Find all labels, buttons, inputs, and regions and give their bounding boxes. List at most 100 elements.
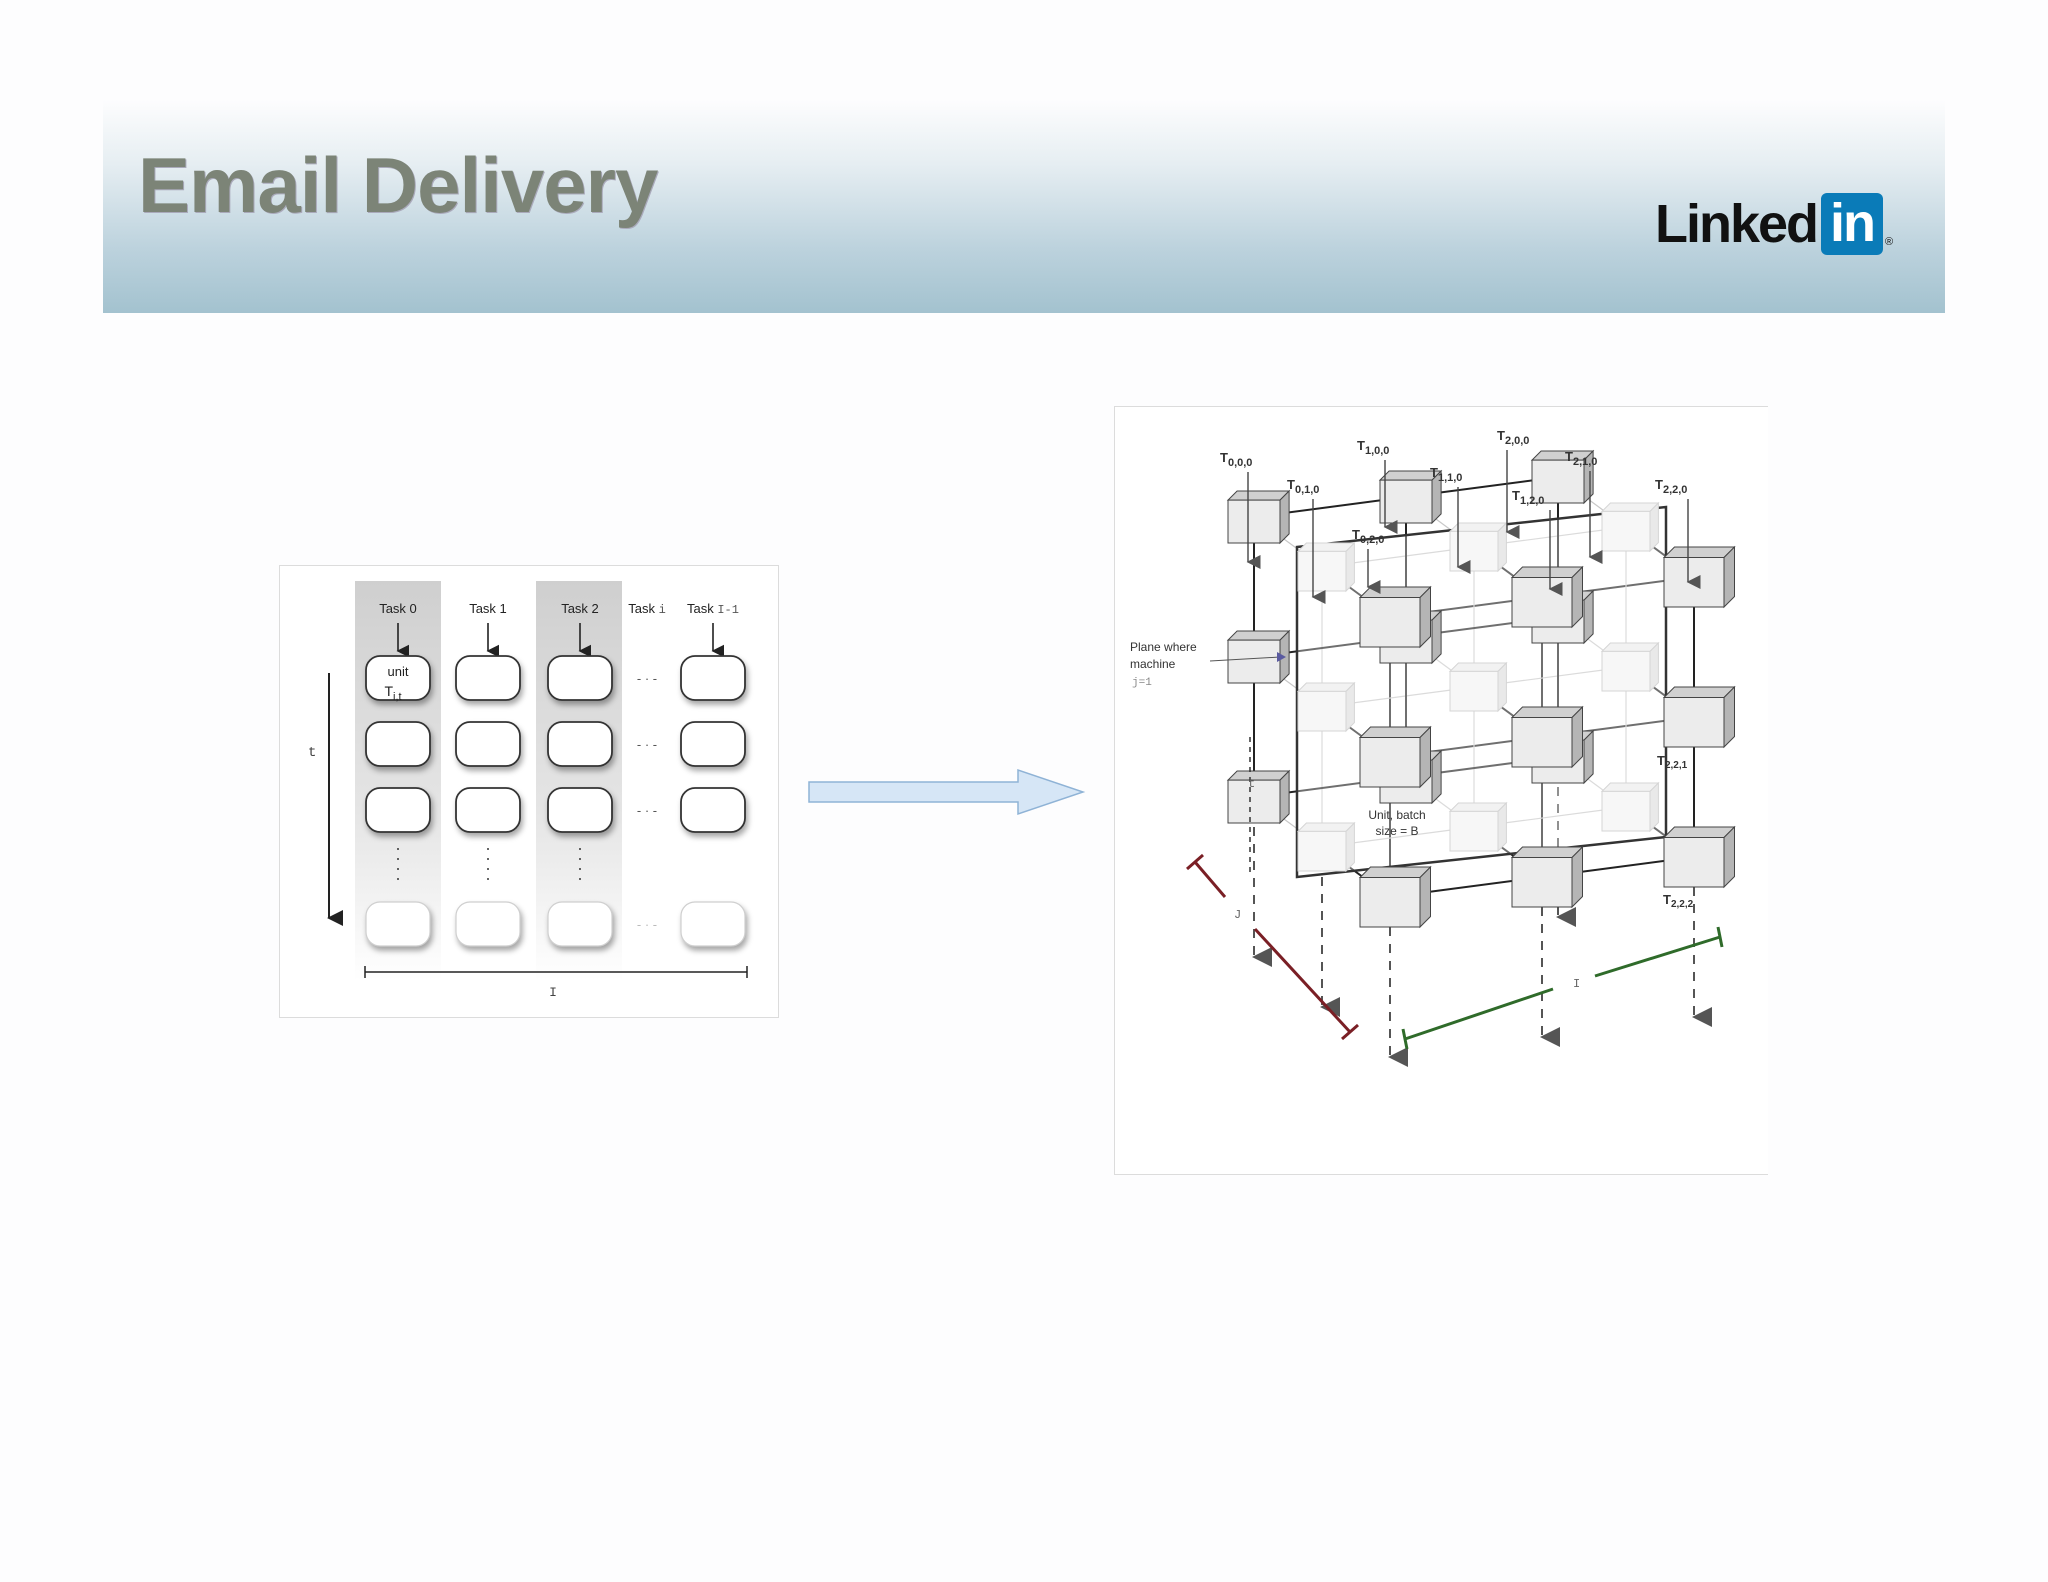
unit-cell [365,655,431,701]
task-header-suffix-3: i [659,603,666,617]
slide-title: Email Delivery [138,141,658,229]
plane-label-line-3: j=1 [1132,677,1152,689]
plane-label-line-2: machine [1130,657,1176,671]
row-ellipsis: - · - [637,917,657,932]
unit-cube [1358,865,1432,929]
unit-cube [1448,661,1508,713]
unit-label: unit [388,664,409,679]
unit-cell [680,787,746,833]
side-label-t221-main: T [1657,753,1665,768]
unit-cube [1530,449,1595,505]
unit-cube [1296,821,1356,873]
task-header-2: Task 2 [561,601,599,616]
top-label-1: T0,1,0 [1287,477,1319,496]
unit-cube [1226,629,1291,685]
unit-cell [680,721,746,767]
side-label-t222-sub: 2,2,2 [1671,899,1694,910]
unit-sub-letter: T [384,683,393,699]
cube-lattice-svg: T0,0,0T0,1,0T0,2,0 T1,0,0T1,1,0T1,2,0 T2,0… [1130,428,1736,1067]
top-label-6: T2,0,0 [1497,428,1529,447]
unit-cube [1510,565,1584,629]
unit-cube [1510,705,1584,769]
unit-cube [1662,545,1736,609]
task-grid-svg: Task 0 Task 1 Task 2 Task i Task I-1 - · - - … [308,581,748,1000]
unit-cell [455,901,521,947]
unit-cube [1510,845,1584,909]
unit-cell [365,721,431,767]
plane-label: Plane where machine j=1 [1130,640,1286,689]
unit-cell [547,787,613,833]
t-axis-label: t [1248,777,1255,791]
unit-cube [1296,681,1356,733]
unit-cell [680,655,746,701]
side-label-t222-main: T [1663,892,1671,907]
i-axis-segment-left [1404,987,1554,1041]
linkedin-logo: Linked in ® [1655,192,1893,256]
unit-cube [1600,641,1660,693]
unit-cell [547,901,613,947]
unit-cube [1600,781,1660,833]
task-header-4: Task I-1 [687,601,739,617]
task-header-suffix-4: I-1 [717,603,739,617]
plane-pointer-line [1209,656,1281,662]
j-axis-cap-bottom [1341,1023,1359,1041]
j-axis-cap-top [1186,853,1204,871]
row-ellipsis: - · - [637,803,657,818]
unit-cube [1600,501,1660,553]
top-label-8: T2,2,0 [1655,477,1687,496]
unit-cube [1226,489,1291,545]
side-label-t222: T2,2,2 [1663,892,1694,910]
unit-cube [1378,469,1443,525]
unit-cube [1358,725,1432,789]
j-axis-segment-top [1193,861,1227,898]
side-label-t221: T2,2,1 [1657,753,1688,771]
unit-cell [547,655,613,701]
i-axis-segment-right [1594,935,1721,978]
unit-cell [365,901,431,947]
time-axis-label: t [308,745,316,761]
logo-registered-mark: ® [1885,236,1894,248]
row-ellipsis: - · - [637,737,657,752]
unit-cell [365,787,431,833]
unit-cube [1358,585,1432,649]
side-label-t221-sub: 2,2,1 [1665,760,1688,771]
unit-cube [1448,801,1508,853]
unit-cell [547,721,613,767]
top-label-7: T2,1,0 [1565,449,1597,468]
width-axis-label: I [549,985,557,1000]
unit-cube [1662,685,1736,749]
top-label-4: T1,1,0 [1430,465,1462,484]
top-label-0: T0,0,0 [1220,450,1252,469]
plane-label-line-1: Plane where [1130,640,1197,654]
unit-cube [1296,541,1356,593]
unit-cube [1226,769,1291,825]
top-label-5: T1,2,0 [1512,488,1544,507]
unit-cell [455,721,521,767]
unit-batch-label-2: size = B [1375,824,1418,838]
unit-cube [1448,521,1508,573]
unit-cell [455,655,521,701]
unit-batch-label-1: Unit, batch [1368,808,1425,822]
unit-subscript: i,t [393,691,402,703]
unit-cell [455,787,521,833]
transform-arrow [808,768,1086,816]
unit-sub-label: Ti,t [384,683,401,703]
j-axis-label: J [1234,908,1241,922]
plane-pointer-head [1277,652,1286,662]
j-axis-segment-bottom [1253,927,1352,1034]
top-label-3: T1,0,0 [1357,438,1389,457]
unit-cell [680,901,746,947]
task-grid-diagram: Task 0 Task 1 Task 2 Task i Task I-1 - · - - … [279,565,779,1018]
logo-in-box: in [1821,193,1884,255]
unit-cube [1662,825,1736,889]
task-header-3: Task i [628,601,666,617]
i-axis-cap-right [1716,926,1724,948]
logo-word: Linked [1655,194,1819,254]
row-ellipsis: - · - [637,671,657,686]
i-axis-cap-left [1401,1028,1409,1050]
task-header-0: Task 0 [379,601,417,616]
task-header-1: Task 1 [469,601,507,616]
top-label-2: T0,2,0 [1352,527,1384,546]
i-axis-label: I [1573,977,1580,991]
